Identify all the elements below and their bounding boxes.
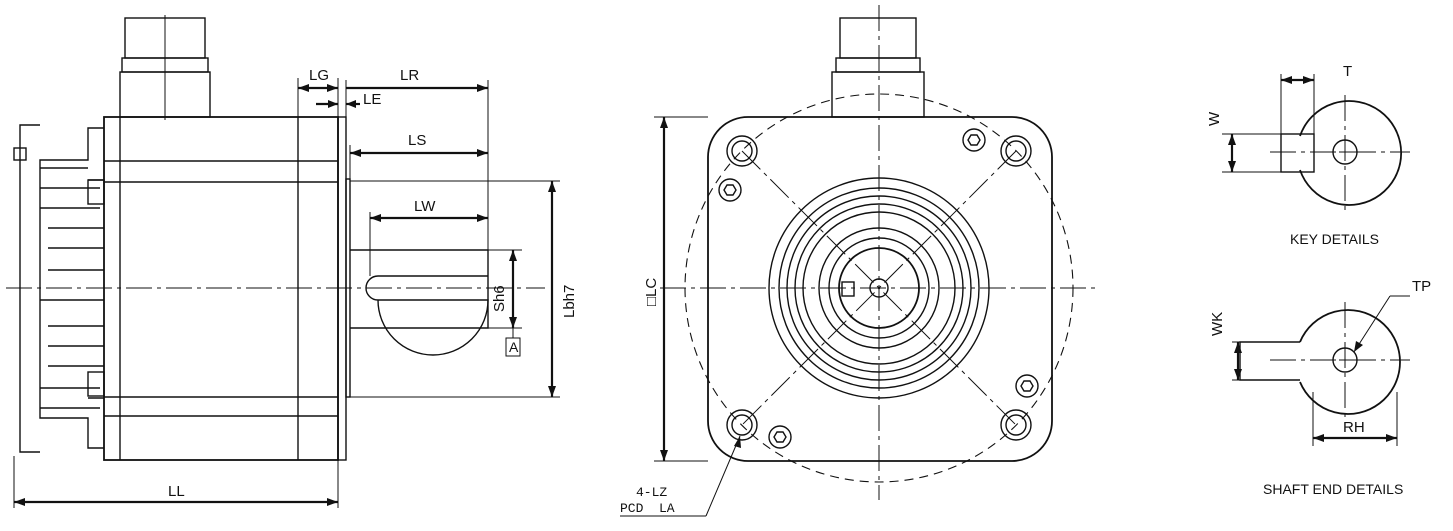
lw-label: LW	[414, 198, 436, 215]
hex-bolt	[718, 178, 742, 202]
lc-label: □LC	[643, 278, 660, 306]
mounting-hole	[1000, 135, 1032, 167]
datum-box	[505, 337, 521, 357]
w-label: W	[1206, 111, 1223, 126]
tp-label: TP	[1412, 278, 1431, 295]
hex-bolt	[1015, 374, 1039, 398]
key-shaft-circle	[1299, 100, 1402, 206]
pcd-label: PCD LA	[620, 501, 675, 516]
flange-square	[707, 116, 1053, 462]
shaft-end-details-view: TP WK RH SHAFT END DETAILS	[1209, 278, 1431, 497]
key-details-caption: KEY DETAILS	[1290, 231, 1379, 247]
lg-label: LG	[309, 67, 329, 84]
lbh7-label: Lbh7	[561, 285, 578, 318]
t-label: T	[1343, 63, 1352, 80]
mounting-hole	[726, 409, 758, 441]
wk-label: WK	[1209, 312, 1226, 336]
lr-label: LR	[400, 67, 419, 84]
shaft-end-details-caption: SHAFT END DETAILS	[1263, 481, 1403, 497]
datum-label: A	[509, 339, 519, 355]
side-view: LG LR LE LS LW A Sh6	[6, 15, 578, 508]
encoder-housing	[39, 127, 104, 449]
le-label: LE	[363, 91, 381, 108]
hex-bolt	[768, 425, 792, 449]
key-details-view: T W KEY DETAILS	[1206, 63, 1410, 247]
front-view: □LC 4-LZ PCD LA	[620, 5, 1100, 517]
front-connector	[839, 17, 917, 59]
hex-bolt	[962, 128, 986, 152]
mounting-hole	[726, 135, 758, 167]
rh-label: RH	[1343, 419, 1365, 436]
lz-label: 4-LZ	[636, 485, 667, 500]
motor-shaft	[350, 249, 489, 329]
key-block	[1280, 133, 1315, 173]
ls-label: LS	[408, 132, 426, 149]
sh6-label: Sh6	[491, 285, 508, 312]
mounting-hole	[1000, 409, 1032, 441]
shaft-end-circle-detail	[1299, 309, 1401, 415]
ll-label: LL	[168, 483, 185, 500]
